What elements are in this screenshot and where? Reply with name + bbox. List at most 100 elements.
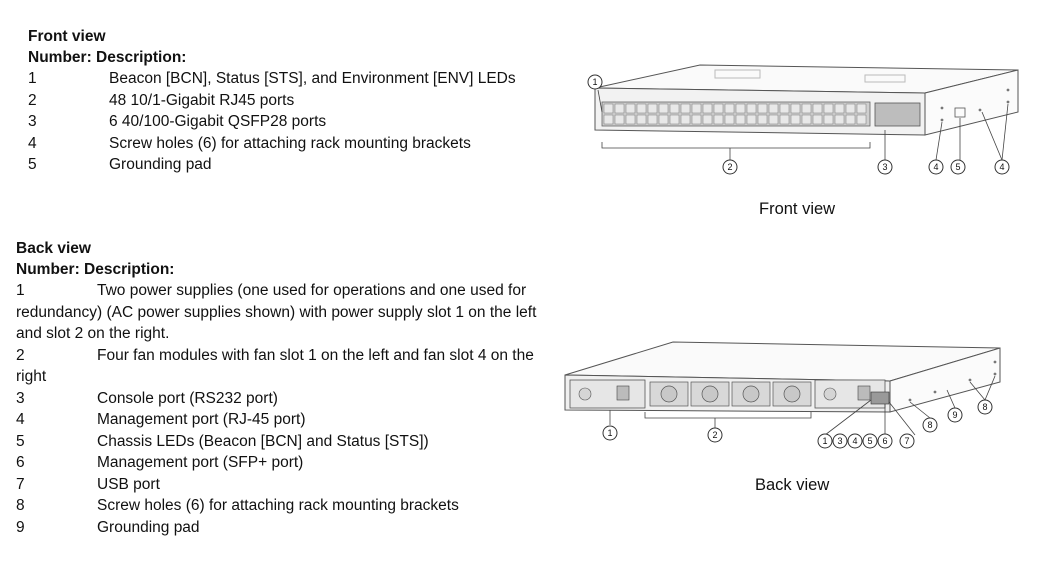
rj45-port <box>647 114 658 125</box>
legend-description: Grounding pad <box>109 156 212 173</box>
rj45-port <box>856 103 867 114</box>
rj45-port <box>746 103 757 114</box>
back-view-column-header: Number: Description: <box>16 261 175 278</box>
callout-badge: 2 <box>707 427 723 443</box>
callout-badge: 8 <box>922 417 938 433</box>
fan-module-block <box>649 381 812 407</box>
legend-number: 5 <box>28 156 37 173</box>
rj45-port <box>691 114 702 125</box>
svg-text:4: 4 <box>852 436 857 446</box>
front-view-caption: Front view <box>759 200 836 218</box>
callout-badge: 4 <box>847 433 863 449</box>
legend-row: 6 Management port (SFP+ port) <box>16 452 546 474</box>
back-view-caption: Back view <box>755 476 830 494</box>
legend-number: 5 <box>16 432 25 450</box>
rj45-port <box>724 103 735 114</box>
legend-number: 2 <box>16 346 25 364</box>
svg-text:4: 4 <box>933 162 938 172</box>
back-view-illustration: 1 2 1 3 4 5 6 7 8 9 8 <box>564 341 1001 449</box>
callout-badge: 4 <box>928 159 944 175</box>
legend-number: 8 <box>16 497 25 514</box>
rj45-port <box>647 103 658 114</box>
rj45-port <box>702 103 713 114</box>
callout-badge: 4 <box>994 159 1010 175</box>
rj45-port <box>669 103 680 114</box>
rj45-port <box>834 114 845 125</box>
svg-text:7: 7 <box>904 436 909 446</box>
legend-row: 5 Chassis LEDs (Beacon [BCN] and Status [… <box>16 431 546 453</box>
legend-description: Management port (RJ-45 port) <box>97 411 306 428</box>
legend-number: 1 <box>16 282 25 299</box>
svg-text:3: 3 <box>837 436 842 446</box>
rj45-port <box>636 114 647 125</box>
legend-number: 1 <box>28 70 37 87</box>
callout-badge: 6 <box>877 433 893 449</box>
callout-badge: 2 <box>722 159 738 175</box>
rj45-port <box>713 114 724 125</box>
callout-badge: 1 <box>817 433 833 449</box>
rj45-port <box>658 114 669 125</box>
rj45-port-block <box>601 101 871 127</box>
legend-description: Console port (RS232 port) <box>97 389 278 407</box>
svg-text:5: 5 <box>867 436 872 446</box>
legend-description: Grounding pad <box>97 518 200 536</box>
rj45-port <box>812 114 823 125</box>
legend-row: 5 Grounding pad <box>28 154 568 176</box>
legend-description: Screw holes (6) for attaching rack mount… <box>97 497 459 514</box>
legend-number: 3 <box>28 113 37 130</box>
legend-description: Beacon [BCN], Status [STS], and Environm… <box>109 70 516 87</box>
rj45-port <box>680 114 691 125</box>
legend-number: 2 <box>28 91 37 109</box>
legend-number: 9 <box>16 518 25 536</box>
svg-text:8: 8 <box>982 402 987 412</box>
legend-description: Two power supplies (one used for operati… <box>16 282 537 342</box>
callout-badge: 3 <box>877 159 893 175</box>
svg-text:9: 9 <box>952 410 957 420</box>
rj45-port <box>779 114 790 125</box>
legend-number: 6 <box>16 454 25 471</box>
legend-description: Four fan modules with fan slot 1 on the … <box>16 346 534 386</box>
qsfp-port-block <box>874 102 921 127</box>
rj45-port <box>757 114 768 125</box>
rj45-port <box>834 103 845 114</box>
rj45-port <box>636 103 647 114</box>
rj45-port <box>823 103 834 114</box>
rj45-port <box>614 103 625 114</box>
callout-badge: 5 <box>950 159 966 175</box>
rj45-port <box>790 103 801 114</box>
rj45-port <box>680 103 691 114</box>
front-view-legend: Front view Number: Description: 1 Beacon … <box>28 26 568 176</box>
rj45-port <box>691 103 702 114</box>
callout-badge: 8 <box>977 399 993 415</box>
rj45-port <box>845 103 856 114</box>
rj45-port <box>790 114 801 125</box>
rj45-port <box>625 103 636 114</box>
rj45-port <box>801 103 812 114</box>
legend-number: 7 <box>16 475 25 493</box>
svg-text:2: 2 <box>712 430 717 440</box>
rj45-port <box>735 103 746 114</box>
callout-badge: 3 <box>832 433 848 449</box>
front-view-title: Front view <box>28 28 106 45</box>
rj45-port <box>757 103 768 114</box>
legend-row: 9 Grounding pad <box>16 517 546 539</box>
rj45-port <box>713 103 724 114</box>
rj45-port <box>812 103 823 114</box>
rj45-port <box>823 114 834 125</box>
front-view-column-header: Number: Description: <box>28 49 187 66</box>
legend-description: Chassis LEDs (Beacon [BCN] and Status [S… <box>97 432 429 450</box>
rj45-port <box>768 103 779 114</box>
svg-text:1: 1 <box>607 428 612 438</box>
svg-text:1: 1 <box>592 77 597 87</box>
legend-number: 3 <box>16 389 25 407</box>
legend-description: Management port (SFP+ port) <box>97 454 304 471</box>
svg-text:4: 4 <box>999 162 1004 172</box>
rj45-port <box>603 114 614 125</box>
